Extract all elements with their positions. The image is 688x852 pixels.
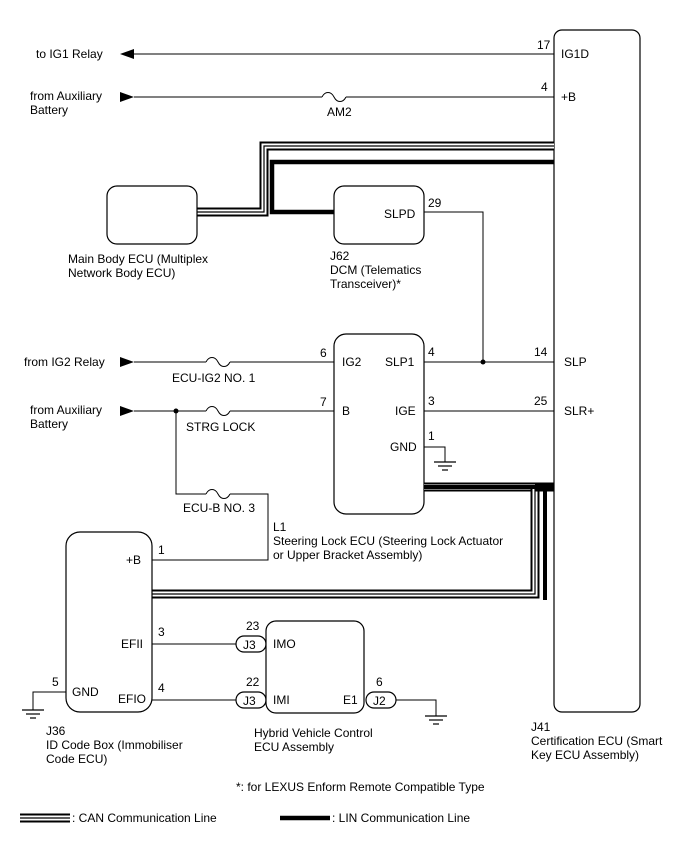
dcm-label-line3: Transceiver)* [330,277,401,291]
aux-battery-1-label-line2: Battery [30,103,68,117]
sl-ige-pin: IGE [395,404,416,418]
fuse-strg-lock-icon [205,406,231,416]
aux-battery-2-label-line1: from Auxiliary [30,403,102,417]
cert-slr-pin: SLR+ [564,404,594,418]
sl-ig2-pin: IG2 [342,355,362,369]
sl-ig2-pin-num: 6 [320,346,327,360]
aux-battery-2-label-line2: Battery [30,417,68,431]
dcm-slpd-pin-num: 29 [428,196,442,210]
main-body-ecu-label-line2: Network Body ECU) [68,266,175,280]
id-efio-pin: EFIO [118,692,146,706]
cert-ecu-label-line2: Certification ECU (Smart [531,734,663,748]
wire-hv-e1-gnd [396,699,437,716]
dcm-label-line1: J62 [330,249,350,263]
wire-id-gnd [32,691,66,710]
steering-lock-ecu-box [333,333,425,515]
cert-ecu-label-line3: Key ECU Assembly) [531,748,639,762]
hybrid-ecu-label-line1: Hybrid Vehicle Control [254,726,373,740]
fuse-strg-lock-label: STRG LOCK [186,420,255,434]
hv-imi-pin-num: 22 [246,675,260,689]
wire-ecu-b [175,411,206,495]
cert-slp-pin-num: 14 [534,345,548,359]
dcm-label-line2: DCM (Telematics [330,263,421,277]
sl-gnd-pin: GND [390,440,417,454]
hybrid-ecu-box [265,620,365,714]
hv-imo-pin-num: 23 [246,619,260,633]
ground-icon-sl [434,461,456,471]
ground-icon-id [22,709,44,719]
hv-imo-pin: IMO [273,637,296,651]
cert-ig1d-pin-num: 17 [537,38,551,52]
arrow-to-ig1-icon [120,49,134,59]
id-gnd-pin-num: 5 [52,675,59,689]
sl-ige-pin-num: 3 [428,394,435,408]
hv-imi-pin: IMI [273,693,290,707]
arrow-from-ig2-relay-icon [120,357,134,367]
ig1-relay-label: to IG1 Relay [36,47,103,61]
sl-b-pin-num: 7 [320,395,327,409]
aux-battery-1-label-line1: from Auxiliary [30,89,102,103]
connector-j2-label: J2 [373,694,386,708]
id-efio-pin-num: 4 [158,681,165,695]
dcm-slpd-pin: SLPD [384,207,416,221]
hv-e1-pin: E1 [343,693,358,707]
cert-b-pin: +B [561,90,576,104]
wire-slpd [424,211,484,362]
id-code-box-label-line2: ID Code Box (Immobiliser [46,738,183,752]
cert-ig1d-pin: IG1D [561,47,589,61]
id-b-pin: +B [126,553,141,567]
lin-line-steering-lock [424,485,547,600]
cert-slr-pin-num: 25 [534,394,548,408]
can-bus-main-body [196,141,554,217]
main-body-ecu-box [106,185,198,245]
connector-j3-a-label: J3 [243,638,256,652]
id-gnd-pin: GND [72,685,99,699]
cert-ecu-label-line1: J41 [531,720,551,734]
dcm-box [333,185,425,245]
id-code-box [65,531,153,713]
id-b-pin-num: 1 [158,543,165,557]
fuse-am2-label: AM2 [327,105,352,119]
main-body-ecu-label-line1: Main Body ECU (Multiplex [68,252,208,266]
steering-lock-label-line1: L1 [273,520,287,534]
cert-b-pin-num: 4 [541,80,548,94]
id-code-box-label-line3: Code ECU) [46,752,107,766]
fuse-ecu-b-label: ECU-B NO. 3 [183,501,255,515]
legend-can-label: : CAN Communication Line [72,811,217,825]
cert-slp-pin: SLP [564,355,587,369]
lin-line-dcm [269,159,554,215]
sl-gnd-pin-num: 1 [428,429,435,443]
steering-lock-label-line3: or Upper Bracket Assembly) [273,548,422,562]
id-efii-pin: EFII [121,637,143,651]
arrow-from-aux-battery-1-icon [120,92,134,102]
id-efii-pin-num: 3 [158,625,165,639]
fuse-am2-icon [321,92,347,102]
id-code-box-label-line1: J36 [46,724,66,738]
fuse-ecu-b-icon [205,489,231,499]
hybrid-ecu-label-line2: ECU Assembly [254,740,334,754]
steering-lock-label-line2: Steering Lock ECU (Steering Lock Actuato… [273,534,503,548]
sl-slp1-pin: SLP1 [385,355,415,369]
wire-sl-gnd [424,446,446,462]
sl-b-pin: B [342,404,350,418]
fuse-ecu-ig2-icon [205,357,231,367]
connector-j3-b-label: J3 [243,694,256,708]
fuse-ecu-ig2-label: ECU-IG2 NO. 1 [172,371,256,385]
legend-lin-label: : LIN Communication Line [332,811,470,825]
ig2-relay-label: from IG2 Relay [24,355,105,369]
footnote: *: for LEXUS Enform Remote Compatible Ty… [236,780,485,794]
arrow-from-aux-battery-2-icon [120,406,134,416]
hv-e1-pin-num: 6 [376,675,383,689]
sl-slp1-pin-num: 4 [428,345,435,359]
ground-icon-hv [425,715,447,725]
certification-ecu-box [553,29,641,713]
